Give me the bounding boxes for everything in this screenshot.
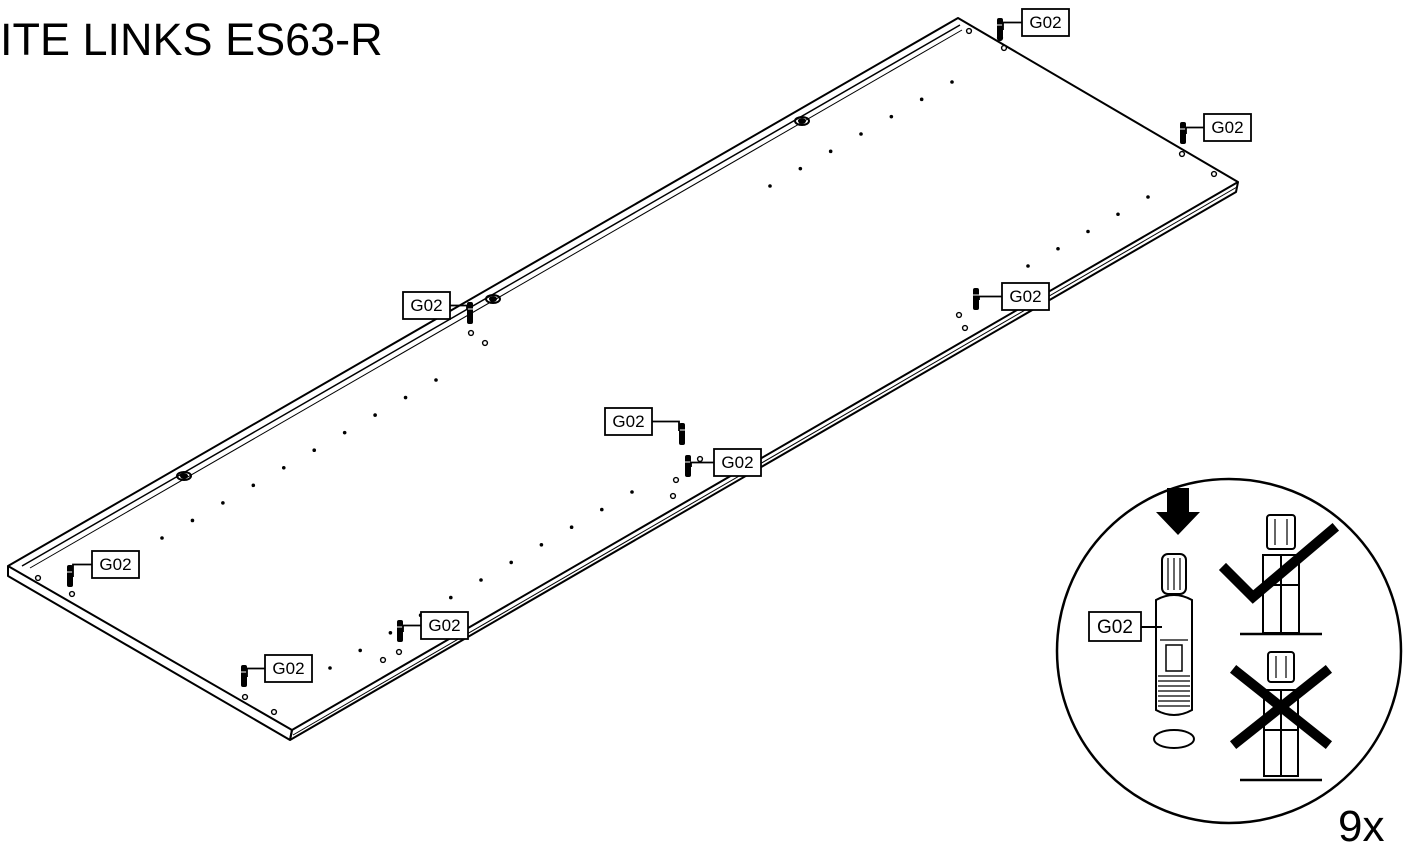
pin-hole: [241, 693, 249, 701]
shelf-hole: [509, 560, 513, 565]
panel: [7, 17, 1239, 741]
dowel-g02: G02: [397, 611, 469, 642]
page-title: ITE LINKS ES63-R: [0, 14, 383, 65]
shelf-hole: [328, 666, 332, 670]
dowel-g02: G02: [997, 8, 1070, 40]
pin-hole: [1000, 44, 1008, 52]
shelf-hole: [919, 97, 924, 102]
shelf-hole: [449, 595, 453, 600]
part-label: G02: [410, 296, 442, 315]
pin-hole: [270, 708, 278, 716]
part-label: G02: [1009, 287, 1041, 306]
dowel-detail: [1153, 553, 1195, 749]
shelf-hole: [403, 395, 408, 400]
shelf-hole: [1086, 229, 1090, 234]
pin-hole: [669, 492, 677, 500]
pin-hole: [379, 656, 387, 664]
cam-holes: [176, 116, 810, 481]
shelf-hole: [479, 578, 483, 582]
dowel-g02: G02: [1180, 113, 1252, 144]
check-icon: [1218, 522, 1340, 604]
shelf-hole: [859, 132, 863, 136]
pin-hole: [696, 455, 704, 463]
detail-circle: G02: [1055, 477, 1403, 825]
shelf-hole: [160, 536, 164, 540]
part-label: G02: [272, 659, 304, 678]
part-label: G02: [612, 412, 644, 431]
part-label: G02: [428, 616, 460, 635]
pin-hole: [395, 648, 403, 656]
shelf-hole: [281, 465, 286, 470]
shelf-hole: [768, 184, 772, 188]
shelf-hole: [1146, 195, 1150, 199]
pin-hole: [672, 476, 680, 484]
pin-hole: [34, 574, 42, 582]
part-label: G02: [1029, 13, 1061, 32]
pin-hole: [1210, 170, 1218, 178]
part-label: G02: [99, 555, 131, 574]
shelf-hole: [251, 483, 256, 488]
dowel-g02: G02: [685, 448, 762, 477]
dowel-g02: G02: [67, 550, 140, 587]
pin-hole: [961, 324, 969, 332]
pin-hole: [1178, 150, 1186, 158]
dowel-g02: G02: [973, 282, 1050, 311]
cross-icon: [1229, 664, 1333, 750]
shelf-hole: [1026, 264, 1030, 268]
shelf-hole: [312, 448, 317, 453]
shelf-hole: [190, 518, 195, 523]
shelf-hole: [221, 501, 225, 505]
dowel-g02: G02: [402, 291, 473, 324]
pin-hole: [965, 27, 973, 35]
shelf-hole: [373, 413, 377, 417]
dowel-g02: G02: [241, 654, 313, 687]
shelf-hole: [1116, 212, 1120, 217]
pin-hole: [467, 329, 475, 337]
shelf-hole: [600, 507, 604, 512]
pin-hole: [955, 311, 963, 319]
shelf-hole: [950, 80, 954, 84]
shelf-hole: [1056, 246, 1060, 251]
part-label: G02: [721, 453, 753, 472]
part-label: G02: [1211, 118, 1243, 137]
shelf-hole: [889, 114, 894, 119]
quantity-label: 9x: [1338, 802, 1385, 851]
shelf-hole: [798, 166, 803, 171]
shelf-hole: [434, 378, 438, 382]
shelf-hole: [828, 149, 833, 154]
shelf-hole: [630, 490, 634, 494]
down-arrow-icon: [1156, 488, 1200, 535]
dowel-g02: G02: [604, 407, 685, 445]
shelf-hole: [388, 631, 393, 635]
pin-hole: [481, 339, 489, 347]
shelf-hole: [539, 543, 544, 547]
shelf-hole: [342, 430, 347, 435]
shelf-hole: [569, 525, 574, 529]
shelf-hole: [358, 648, 363, 653]
pin-hole: [68, 590, 76, 598]
detail-part-label: G02: [1097, 617, 1133, 638]
